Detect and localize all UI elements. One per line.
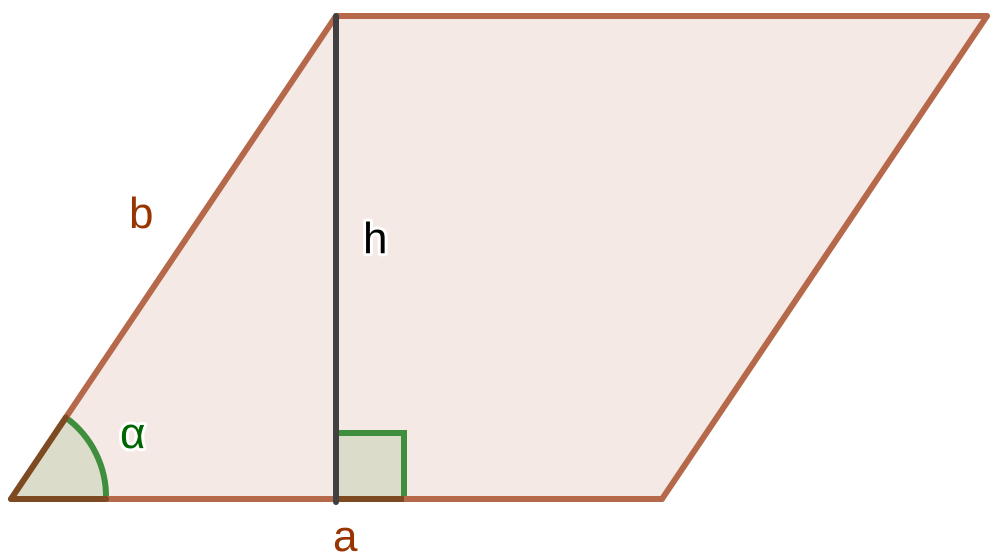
- angle-alpha-arc: [62, 414, 110, 502]
- parallelogram-shape: [11, 16, 987, 499]
- edge-right: [659, 13, 990, 502]
- height-label: h: [363, 214, 387, 263]
- side-b-label: b: [129, 189, 153, 238]
- side-a-label: a: [333, 512, 358, 554]
- angle-alpha-marker: [11, 417, 107, 499]
- edge-left-b-overlap: [8, 414, 69, 502]
- angle-alpha-label: α: [120, 409, 145, 458]
- right-angle-marker: [333, 430, 407, 502]
